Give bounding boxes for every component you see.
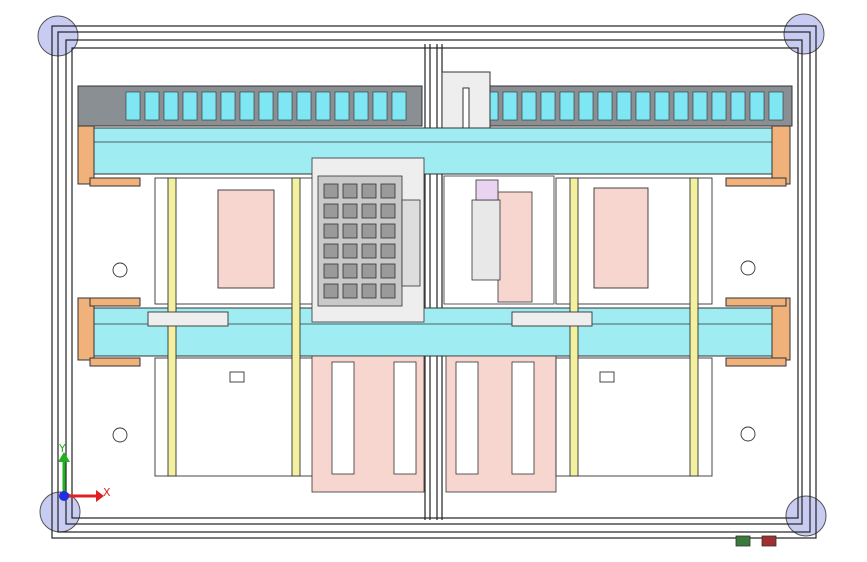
chain-link — [654, 91, 670, 121]
chain-link — [559, 91, 575, 121]
center-bracket-slot — [462, 87, 470, 129]
chain-link — [616, 91, 632, 121]
tray-cell — [342, 223, 358, 239]
chain-link — [673, 91, 689, 121]
center-right-mechanism — [443, 175, 555, 305]
right-module — [511, 177, 713, 477]
chain-link — [730, 91, 746, 121]
tray-cell — [361, 243, 377, 259]
chain-link — [540, 91, 556, 121]
chain-link — [692, 91, 708, 121]
center-tray — [311, 157, 425, 323]
tray-cell — [380, 243, 396, 259]
tray-cell — [380, 183, 396, 199]
cable-chain — [77, 85, 793, 127]
chain-link — [277, 91, 293, 121]
tray-cell — [342, 283, 358, 299]
chain-link — [635, 91, 651, 121]
tray-cell — [380, 203, 396, 219]
tray-cell — [323, 243, 339, 259]
tray-cell — [342, 263, 358, 279]
chain-link — [391, 91, 407, 121]
chain-link — [144, 91, 160, 121]
tray-cell — [380, 283, 396, 299]
chain-link — [521, 91, 537, 121]
tray-cell — [323, 183, 339, 199]
chain-link — [258, 91, 274, 121]
mounting-holes — [112, 260, 756, 443]
chain-link — [182, 91, 198, 121]
chain-link — [334, 91, 350, 121]
foot-bottom-right — [785, 495, 827, 537]
tray-cell — [323, 223, 339, 239]
chain-link — [201, 91, 217, 121]
chain-link — [578, 91, 594, 121]
tray-cell — [361, 283, 377, 299]
triad-x-arrow-icon — [96, 490, 104, 502]
triad-y-arrow-icon — [58, 452, 70, 462]
tray-cell — [323, 203, 339, 219]
tray-cell — [361, 183, 377, 199]
chain-link — [768, 91, 784, 121]
tray-cell — [323, 283, 339, 299]
bottom-connectors — [735, 535, 777, 547]
chain-link — [711, 91, 727, 121]
chain-link — [220, 91, 236, 121]
chain-link — [125, 91, 141, 121]
chain-link — [296, 91, 312, 121]
tray-cell — [342, 243, 358, 259]
chain-link — [502, 91, 518, 121]
chain-link — [353, 91, 369, 121]
outer-frame — [51, 25, 817, 539]
tray-cell — [361, 223, 377, 239]
chain-link — [372, 91, 388, 121]
upper-beam — [77, 125, 791, 187]
tray-cell — [342, 203, 358, 219]
chain-link — [749, 91, 765, 121]
chain-link — [239, 91, 255, 121]
chain-link — [597, 91, 613, 121]
chain-link — [315, 91, 331, 121]
tray-cell — [380, 263, 396, 279]
tray-cell — [342, 183, 358, 199]
lower-beam — [77, 297, 791, 367]
tray-cell — [323, 263, 339, 279]
tray-cell — [361, 203, 377, 219]
foot-top-right — [783, 13, 825, 55]
center-lower-plate — [311, 355, 557, 493]
coordinate-triad: X Y — [58, 442, 111, 502]
triad-x-label: X — [103, 486, 111, 499]
tray-cell — [380, 223, 396, 239]
chain-link — [163, 91, 179, 121]
left-module — [147, 177, 316, 477]
tray-cell — [361, 263, 377, 279]
triad-y-label: Y — [58, 442, 66, 455]
triad-z-origin-icon — [59, 491, 69, 501]
